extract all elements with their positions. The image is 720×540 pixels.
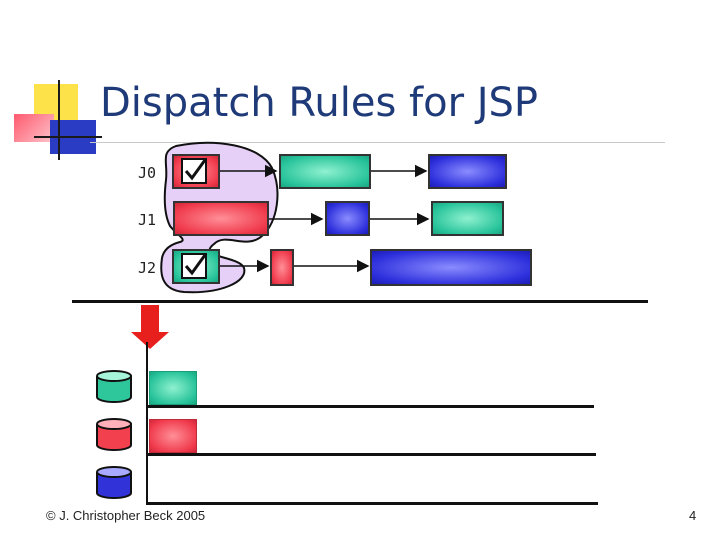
operation-j1-3 (431, 201, 504, 236)
operation-j2-3 (370, 249, 532, 286)
scheduled-operation-green (149, 371, 197, 405)
operation-j2-2 (270, 249, 294, 286)
operation-j0-2 (279, 154, 371, 189)
machine-cylinder-icon (96, 370, 132, 403)
job-label-j2: J2 (138, 259, 157, 277)
machine-timeline-red (146, 453, 596, 456)
copyright-footer: © J. Christopher Beck 2005 (46, 508, 206, 523)
dispatch-arrow-icon (130, 304, 170, 350)
operation-j0-3 (428, 154, 507, 189)
scheduled-operation-red (149, 419, 197, 453)
logo-decoration (10, 80, 102, 162)
machine-timeline-green (146, 405, 594, 408)
machine-timeline-blue (146, 502, 598, 505)
slide-title: Dispatch Rules for JSP (100, 80, 539, 126)
separator-line (72, 300, 648, 303)
gantt-time-axis (146, 342, 148, 504)
machine-cylinder-icon (96, 418, 132, 451)
operation-j1-1 (173, 201, 269, 236)
checkbox-checked-icon (181, 253, 209, 279)
job-label-j1: J1 (138, 211, 157, 229)
job-label-j0: J0 (138, 164, 157, 182)
title-rule (90, 142, 665, 143)
page-number: 4 (689, 508, 697, 523)
checkbox-checked-icon (181, 158, 209, 184)
operation-j1-2 (325, 201, 370, 236)
machine-cylinder-icon (96, 466, 132, 499)
